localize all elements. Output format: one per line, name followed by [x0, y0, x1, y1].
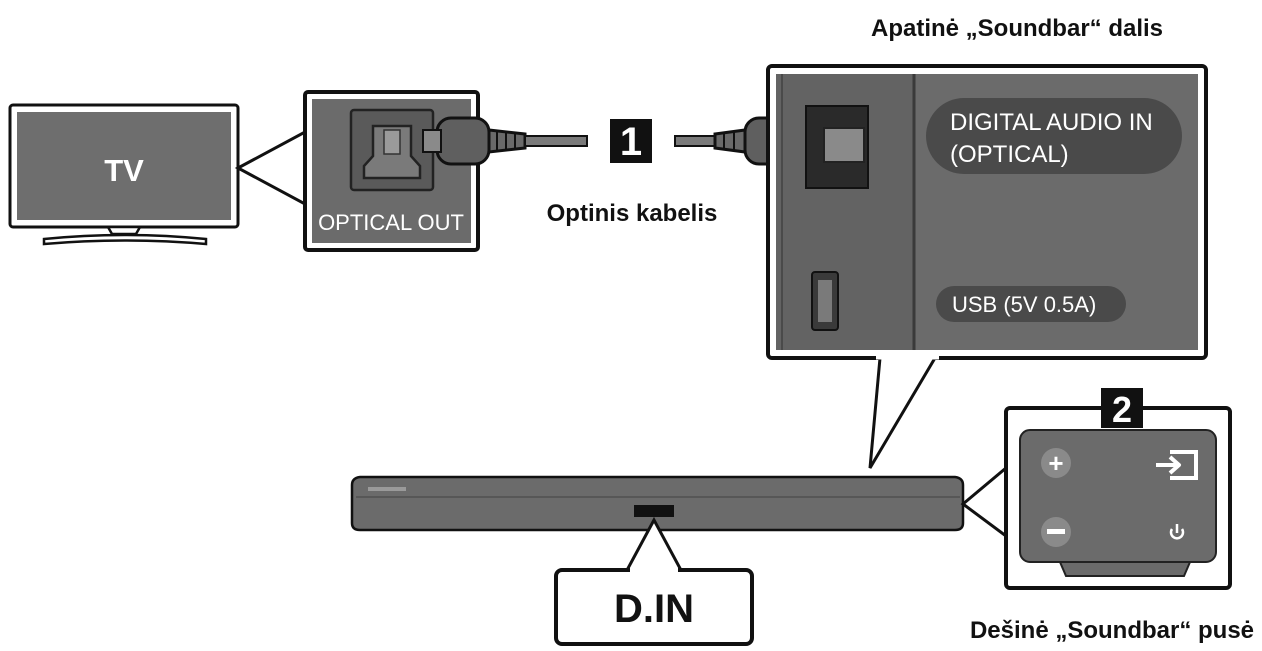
soundbar-display	[634, 505, 674, 517]
optical-jack-core	[383, 129, 401, 155]
side-plate-base	[1058, 561, 1192, 577]
cable-label: Optinis kabelis	[547, 200, 718, 227]
tv-callout-pointer	[234, 129, 307, 207]
cable-left-plug	[435, 116, 491, 166]
power-icon	[1169, 528, 1185, 540]
source-arrow-icon	[1156, 455, 1181, 475]
cable-left-tip	[422, 129, 442, 153]
step-1-number: 1	[620, 120, 642, 164]
tv-label: TV	[104, 153, 144, 188]
soundbar-right-title: Dešinė „Soundbar“ pusė	[970, 617, 1254, 644]
usb-port-inner	[818, 280, 832, 322]
usb-label: USB (5V 0.5A)	[952, 292, 1096, 317]
source-icon	[1170, 450, 1198, 480]
source-button[interactable]	[1156, 450, 1198, 480]
tv-neck	[105, 225, 143, 236]
optical-in-socket	[823, 127, 865, 163]
din-label: D.IN	[614, 587, 694, 631]
cable-right-wire	[674, 135, 716, 147]
bottom-callout-pointer	[868, 356, 938, 469]
optical-in-label: (OPTICAL)	[950, 141, 1069, 168]
cable-left-wire	[524, 135, 588, 147]
step-2-number: 2	[1112, 389, 1132, 430]
optical-out-panel: OPTICAL OUT	[303, 90, 480, 252]
tv-screen	[17, 112, 231, 220]
plus-icon: +	[1048, 448, 1063, 478]
volume-up-button[interactable]	[1041, 448, 1071, 478]
soundbar-logo	[368, 487, 406, 491]
soundbar-bottom-panel: DIGITAL AUDIO IN (OPTICAL) USB (5V 0.5A)	[766, 64, 1208, 360]
usb-label-pill	[936, 286, 1126, 322]
power-button[interactable]	[1169, 524, 1185, 540]
soundbar-body	[350, 475, 965, 532]
optical-out-label: OPTICAL OUT	[318, 210, 464, 235]
soundbar-right-panel: + 2	[1004, 388, 1232, 590]
step-1-badge	[610, 119, 652, 163]
cable-right-strain	[713, 128, 747, 154]
step-2-badge	[1101, 388, 1143, 428]
soundbar-illustration	[350, 475, 965, 532]
tv-stand	[42, 233, 208, 246]
minus-icon	[1047, 529, 1065, 534]
digital-audio-in-label: DIGITAL AUDIO IN	[950, 109, 1153, 136]
digital-audio-label-pill	[926, 98, 1182, 174]
right-callout-pointer	[960, 464, 1008, 539]
soundbar-bottom-title: Apatinė „Soundbar“ dalis	[871, 15, 1163, 42]
tv-illustration: TV	[8, 103, 240, 246]
